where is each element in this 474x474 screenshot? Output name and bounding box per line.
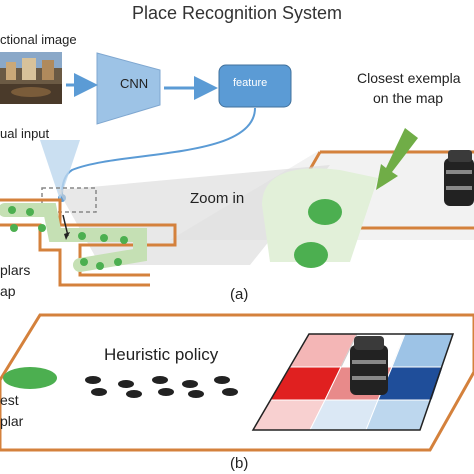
exemplar-node xyxy=(3,367,57,389)
robot-icon xyxy=(350,336,388,395)
feature-box xyxy=(218,64,292,108)
robot-icon xyxy=(444,150,474,206)
footprint-icon xyxy=(85,376,238,398)
map-b xyxy=(0,313,474,452)
label-zoom-in: Zoom in xyxy=(190,190,245,207)
panorama-image xyxy=(0,52,62,104)
label-exemplar-plar: plar xyxy=(0,413,24,429)
label-cnn: CNN xyxy=(120,76,149,91)
label-functional-image: ctional image xyxy=(0,32,77,47)
label-feature: feature xyxy=(233,77,268,89)
caption-b: (b) xyxy=(230,455,249,472)
small-map xyxy=(0,187,177,287)
cnn-block xyxy=(96,52,161,125)
closest-arrow xyxy=(376,128,418,190)
caption-a: (a) xyxy=(230,286,249,303)
label-exemplars: plars xyxy=(0,262,31,278)
label-closest-est: est xyxy=(0,392,19,408)
label-heuristic-policy: Heuristic policy xyxy=(104,345,219,364)
diagram-title: Place Recognition System xyxy=(131,3,343,23)
label-map: ap xyxy=(0,283,16,299)
map-a xyxy=(58,128,474,268)
exemplar-node xyxy=(294,242,328,268)
label-closest-line1: Closest exempla xyxy=(357,70,461,86)
label-visual-input: ual input xyxy=(0,126,50,141)
exemplar-node xyxy=(308,199,342,225)
view-cone xyxy=(40,140,80,200)
label-closest-line2: on the map xyxy=(373,90,444,106)
